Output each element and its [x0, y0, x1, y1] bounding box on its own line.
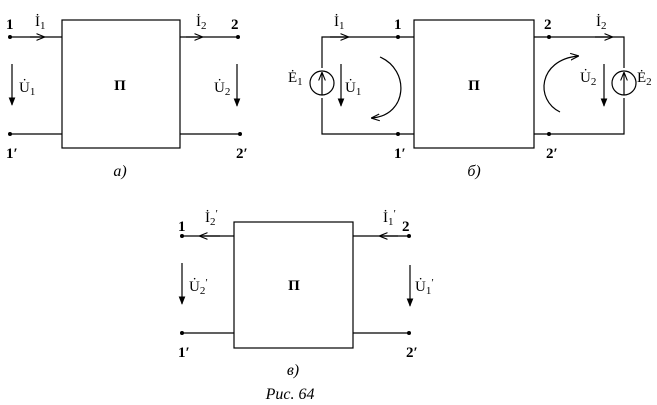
current-label-b-in: İ1	[334, 14, 345, 32]
voltage-label-c-in: U̇2′	[189, 277, 208, 297]
terminal-c-2	[407, 234, 411, 238]
caption-c: в)	[287, 362, 299, 379]
wire-b-right-loop	[534, 36, 625, 135]
node-label-c-1: 1	[178, 219, 186, 235]
terminal-b-2p	[547, 132, 551, 136]
terminal-a-1p	[8, 132, 12, 136]
current-label-a-out: İ2	[196, 14, 207, 32]
diagram-b: П 1 1′ 2 2′ İ1 İ2 U̇1 U̇2 Ė1 Ė2 б)	[288, 14, 652, 180]
terminal-b-1p	[396, 132, 400, 136]
terminal-a-2	[236, 35, 240, 39]
node-label-b-1p: 1′	[394, 146, 406, 162]
two-port-block-c	[233, 221, 354, 349]
current-label-a-in: İ1	[35, 14, 46, 32]
node-label-a-2: 2	[231, 17, 239, 33]
voltage-label-b-out: U̇2	[580, 69, 596, 88]
voltage-label-a-in: U̇1	[19, 79, 35, 98]
voltage-label-b-in: U̇1	[345, 79, 361, 98]
terminal-a-1	[8, 35, 12, 39]
caption-b: б)	[467, 163, 480, 180]
terminal-b-1	[396, 35, 400, 39]
node-label-a-1p: 1′	[6, 146, 18, 162]
loop-arrow-b-right	[543, 56, 578, 113]
wire-b-left-loop	[321, 36, 414, 135]
node-label-b-1: 1	[394, 17, 402, 33]
node-label-a-2p: 2′	[236, 146, 248, 162]
caption-a: a)	[113, 163, 126, 180]
voltage-label-a-out: U̇2	[214, 79, 230, 98]
terminal-a-2p	[238, 132, 242, 136]
block-label-a: П	[114, 78, 126, 94]
current-label-c-in: İ2′	[205, 208, 218, 228]
node-label-c-2p: 2′	[406, 345, 418, 361]
node-label-c-2: 2	[402, 219, 410, 235]
two-port-block-b	[413, 19, 535, 149]
current-label-b-out: İ2	[596, 14, 607, 32]
terminal-c-1p	[180, 331, 184, 335]
source-label-b-left: Ė1	[288, 70, 303, 88]
node-label-b-2: 2	[544, 17, 552, 33]
node-label-a-1: 1	[6, 17, 14, 33]
diagram-a: П 1 1′ 2 2′ İ1 İ2 U̇1 U̇2 a)	[6, 14, 248, 180]
node-label-b-2p: 2′	[546, 146, 558, 162]
node-label-c-1p: 1′	[178, 345, 190, 361]
source-label-b-right: Ė2	[637, 70, 652, 88]
block-label-b: П	[468, 78, 480, 94]
terminal-b-2	[547, 35, 551, 39]
diagram-c: П 1 1′ 2 2′ İ2′ İ1′ U̇2′ U̇1′ в)	[178, 208, 434, 379]
two-port-block-a	[61, 19, 181, 149]
loop-arrow-b-left	[372, 56, 402, 118]
terminal-c-2p	[407, 331, 411, 335]
terminal-c-1	[180, 234, 184, 238]
current-label-c-out: İ1′	[383, 208, 396, 228]
figure-caption: Рис. 64	[265, 386, 315, 403]
block-label-c: П	[288, 278, 300, 294]
voltage-label-c-out: U̇1′	[415, 277, 434, 297]
